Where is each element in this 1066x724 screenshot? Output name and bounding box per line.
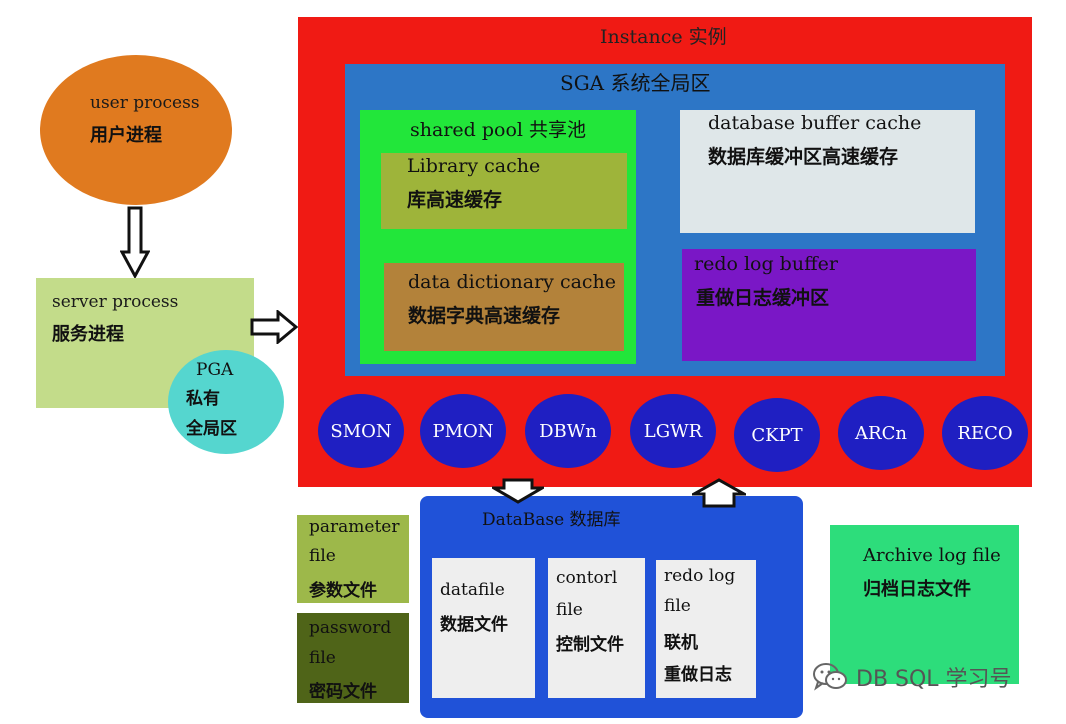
redo-log-file-label-2: file [664,596,691,616]
datafile-label: datafile [440,580,505,600]
redo-log-file-label-cn-1: 联机 [664,633,698,653]
archive-log-file-box: Archive log file 归档日志文件 [830,525,1019,684]
instance-title: Instance 实例 [600,26,727,48]
datafile-box: datafile 数据文件 [432,558,535,698]
pga-label-cn-1: 私有 [186,389,220,409]
password-file-label-1: password [309,618,392,638]
control-file-box: contorl file 控制文件 [548,558,645,698]
pga-node: PGA 私有 全局区 [168,350,284,454]
archive-log-file-label-cn: 归档日志文件 [863,579,971,600]
password-file-label-2: file [309,648,336,668]
arrow-down-icon [492,478,544,504]
parameter-file-label-cn: 参数文件 [309,581,377,601]
library-cache-box: Library cache 库高速缓存 [381,153,627,229]
process-ckpt: CKPT [734,398,820,472]
control-file-label-cn: 控制文件 [556,635,624,655]
process-pmon: PMON [420,394,506,468]
control-file-label-2: file [556,600,583,620]
shared-pool-title: shared pool 共享池 [410,119,587,141]
process-reco: RECO [942,396,1028,470]
password-file-label-cn: 密码文件 [309,682,377,702]
database-buffer-cache-label: database buffer cache [708,112,922,134]
password-file-box: password file 密码文件 [297,613,409,703]
library-cache-label: Library cache [407,155,541,177]
arrow-up-icon [692,478,746,508]
wechat-icon [813,663,847,691]
user-process-label-cn: 用户进程 [90,125,162,146]
datafile-label-cn: 数据文件 [440,615,508,635]
redo-log-buffer-box: redo log buffer 重做日志缓冲区 [682,249,976,361]
watermark-text: DB SQL 学习号 [856,667,1012,692]
process-smon: SMON [318,394,404,468]
control-file-label-1: contorl [556,568,618,588]
archive-log-file-label: Archive log file [863,545,1001,566]
watermark: DB SQL 学习号 [812,660,1012,694]
data-dictionary-cache-label: data dictionary cache [408,271,617,293]
server-process-label-cn: 服务进程 [52,324,124,345]
server-process-label: server process [52,292,179,312]
redo-log-buffer-label-cn: 重做日志缓冲区 [696,287,830,309]
user-process-node: user process 用户进程 [40,55,232,205]
library-cache-label-cn: 库高速缓存 [407,189,503,211]
arrow-down-icon [120,206,150,278]
data-dictionary-cache-label-cn: 数据字典高速缓存 [408,305,561,327]
arrow-right-icon [250,310,298,344]
pga-label-cn-2: 全局区 [186,419,237,439]
database-buffer-cache-box: database buffer cache 数据库缓冲区高速缓存 [680,110,975,233]
server-process-node: server process 服务进程 [36,278,254,408]
redo-log-file-box: redo log file 联机 重做日志 [656,560,756,698]
database-buffer-cache-label-cn: 数据库缓冲区高速缓存 [708,146,899,168]
redo-log-buffer-label: redo log buffer [694,253,838,275]
redo-log-file-label-1: redo log [664,566,736,586]
database-title: DataBase 数据库 [482,510,621,530]
parameter-file-label-1: parameter [309,517,400,537]
parameter-file-label-2: file [309,546,336,566]
sga-title: SGA 系统全局区 [560,71,711,95]
data-dictionary-cache-box: data dictionary cache 数据字典高速缓存 [384,263,624,351]
parameter-file-box: parameter file 参数文件 [297,515,409,603]
process-arcn: ARCn [838,396,924,470]
redo-log-file-label-cn-2: 重做日志 [664,665,732,685]
process-dbwn: DBWn [525,394,611,468]
process-lgwr: LGWR [630,394,716,468]
pga-label: PGA [196,360,234,380]
user-process-label: user process [90,93,200,113]
